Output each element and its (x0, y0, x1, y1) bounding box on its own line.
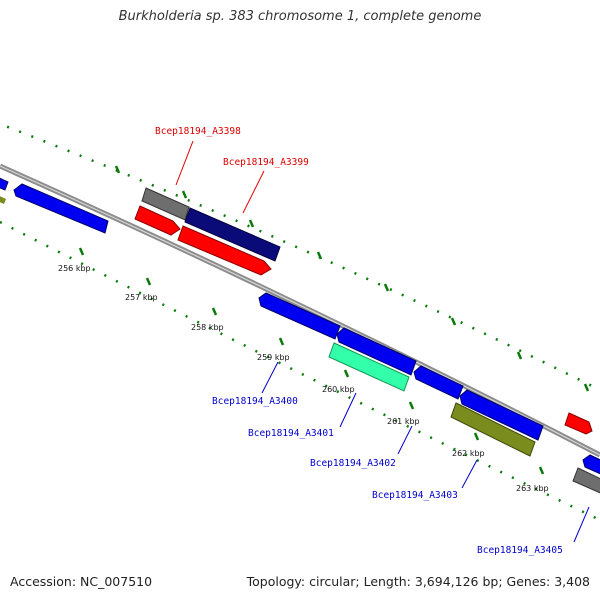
major-ticks (78, 165, 590, 475)
tick-label: 258 kbp (191, 323, 224, 332)
gene-label-A3398[interactable]: Bcep18194_A3398 (155, 126, 241, 137)
inner-strand-genes (258, 292, 600, 495)
gene-feature[interactable] (13, 183, 109, 234)
gene-labels: Bcep18194_A3398 Bcep18194_A3399 Bcep1819… (155, 126, 563, 556)
gene-label-A3401[interactable]: Bcep18194_A3401 (248, 428, 334, 439)
gene-feature[interactable] (582, 454, 600, 476)
label-leaders (175, 140, 590, 543)
genome-summary-text: Topology: circular; Length: 3,694,126 bp… (246, 574, 590, 589)
accession-text: Accession: NC_007510 (10, 574, 153, 589)
gene-feature[interactable] (564, 412, 593, 435)
gene-feature[interactable] (336, 327, 417, 376)
tick-labels: 256 kbp 257 kbp 258 kbp 259 kbp 260 kbp … (58, 264, 549, 493)
gene-feature[interactable] (0, 194, 6, 204)
gene-feature[interactable] (177, 225, 272, 276)
gene-feature[interactable] (134, 205, 181, 236)
tick-label: 256 kbp (58, 264, 91, 273)
backbone-highlight (0, 165, 600, 456)
outer-strand-genes (0, 176, 593, 435)
gene-feature[interactable] (459, 389, 544, 441)
gene-A3401[interactable] (328, 342, 410, 392)
tick-label: 261 kbp (387, 417, 420, 426)
gene-label-A3402[interactable]: Bcep18194_A3402 (310, 458, 396, 469)
tick-label: 260 kbp (322, 385, 355, 394)
gene-A3398[interactable] (141, 187, 190, 221)
tick-label: 259 kbp (257, 353, 290, 362)
tick-label: 262 kbp (452, 449, 485, 458)
gene-feature[interactable] (0, 176, 9, 191)
gene-label-A3400[interactable]: Bcep18194_A3400 (212, 396, 298, 407)
gene-feature[interactable] (258, 292, 341, 340)
tick-label: 257 kbp (125, 293, 158, 302)
tick-label: 263 kbp (516, 484, 549, 493)
outer-tick-ring (0, 122, 600, 392)
gene-A3399[interactable] (184, 207, 281, 262)
gene-label-A3403[interactable]: Bcep18194_A3403 (372, 490, 458, 501)
gene-feature[interactable] (572, 467, 600, 495)
gene-A3403[interactable] (450, 402, 536, 457)
gene-label-A3399[interactable]: Bcep18194_A3399 (223, 157, 309, 168)
gene-label-A3405[interactable]: Bcep18194_A3405 (477, 545, 563, 556)
map-title: Burkholderia sp. 383 chromosome 1, compl… (118, 9, 482, 24)
gene-feature[interactable] (413, 365, 464, 400)
